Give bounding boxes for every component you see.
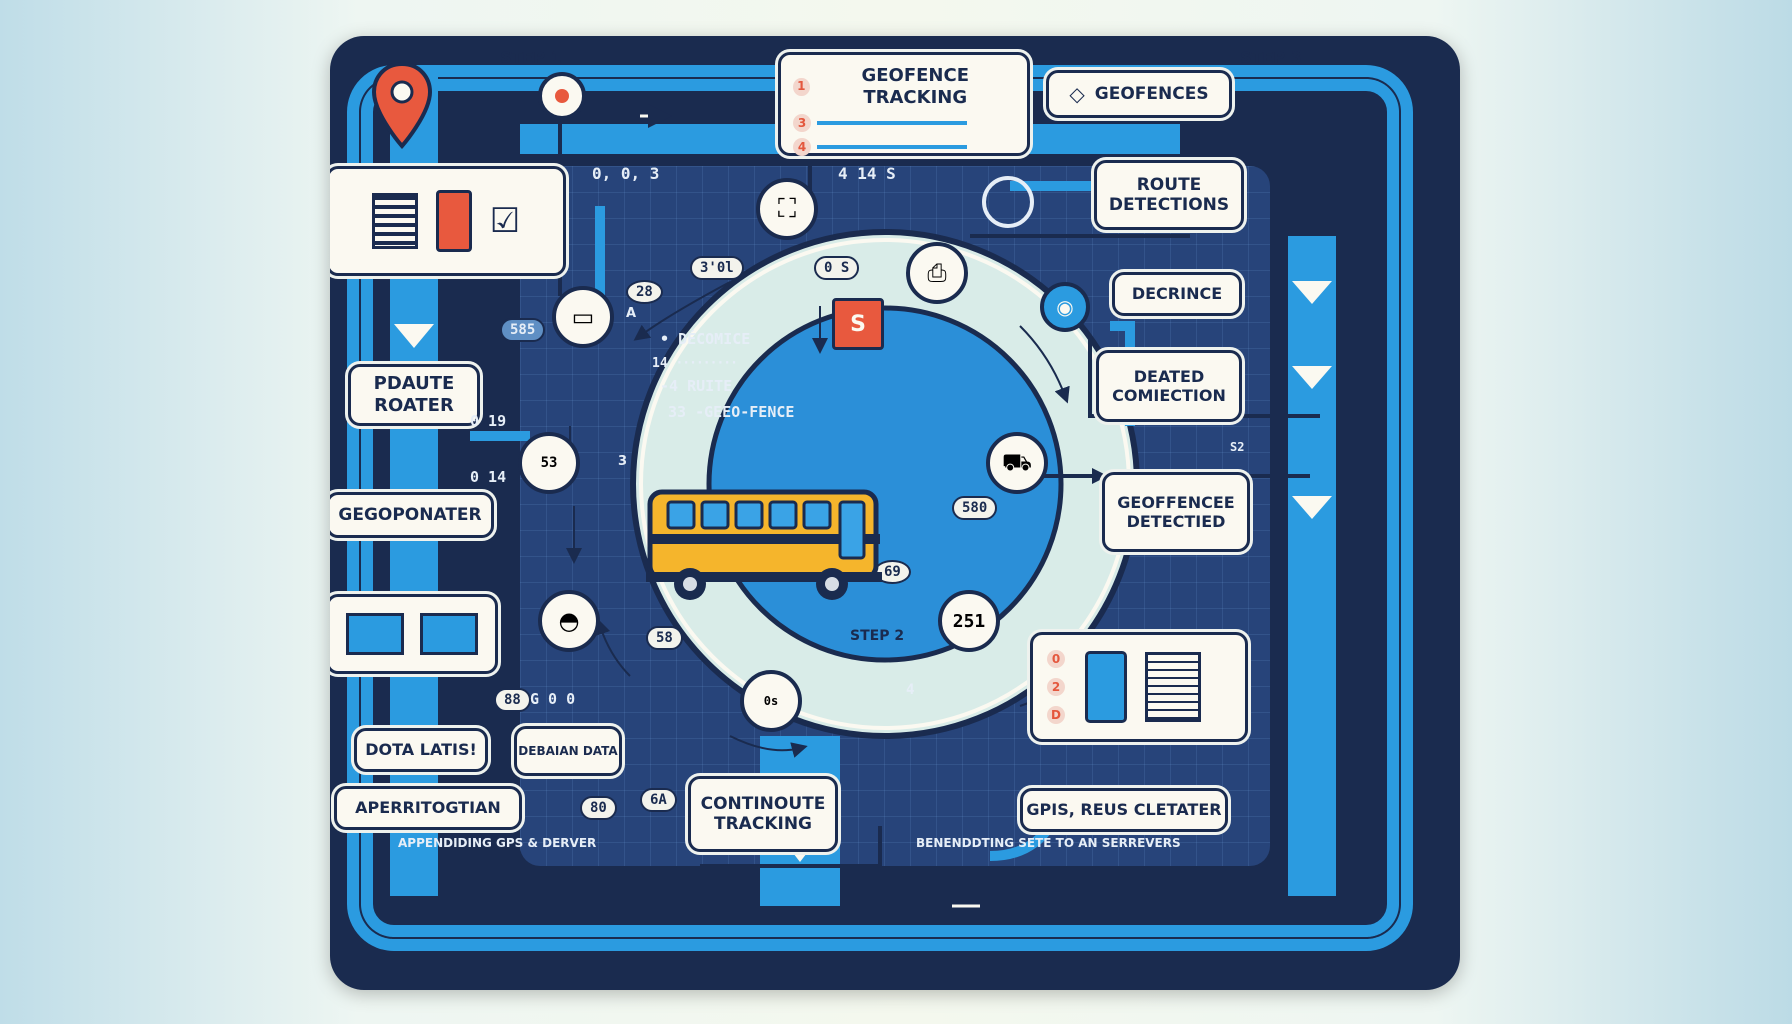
tracking-row-3: 3 <box>793 114 967 133</box>
geoponater-box: GEGOPONATER <box>330 492 494 538</box>
report-item-list: 0 2 D <box>1047 650 1071 724</box>
truck-node: ⛟ <box>986 432 1048 494</box>
center-list-item: 33 -GEEO-FENCE <box>668 403 795 421</box>
tag-30: 3'0l <box>690 256 744 280</box>
geofence-tracking-card: 1 GEOFENCE TRACKING 3 4 <box>778 52 1030 157</box>
geofence-detected-box: GEOFFENCEE DETECTIED <box>1102 472 1250 552</box>
geofences-box: ◇ GEOFENCES <box>1046 70 1232 118</box>
coord-g00: G 0 0 <box>530 690 576 708</box>
document-icon <box>1145 652 1201 722</box>
bus-sensor-node: ▭ <box>552 286 614 348</box>
coord-top-right: 4 14 S <box>838 164 896 183</box>
step-1-label: STEP 1 <box>500 48 562 67</box>
aperritogtian-box: APERRITOGTIAN <box>334 786 522 830</box>
tag-a: A <box>626 306 637 321</box>
tag-80: 80 <box>580 796 617 820</box>
coord-4: 4 <box>906 682 915 698</box>
center-list-item: • DÉCOMICE <box>660 330 751 348</box>
tag-6a: 6A <box>640 788 677 812</box>
continuous-tracking-box: CONTINOUTE TRACKING <box>688 776 838 852</box>
tag-28: 28 <box>626 280 663 304</box>
ring-link-node <box>982 176 1034 228</box>
diagram-board: STEP 1 STEP 3 STEP 2 1 GEOFENCE TRACKING… <box>330 36 1460 990</box>
camera-node: ◉ <box>1040 282 1090 332</box>
step-3-label: STEP 3 <box>1240 48 1302 67</box>
tag-3: 3 <box>618 454 628 469</box>
start-node <box>538 72 586 120</box>
center-list-item: 14 ········· <box>652 356 738 371</box>
printer-node: ⎙ <box>906 242 968 304</box>
debaian-data-box: DEBAIAN DATA <box>514 726 622 776</box>
coord-top-left: 0, 0, 3 <box>592 164 660 183</box>
school-bus-icon <box>646 489 882 600</box>
printer-icon: ⎙ <box>927 259 947 287</box>
decrince-box: DECRINCE <box>1112 272 1242 316</box>
tracking-row-4: 4 <box>793 138 967 157</box>
tag-58: 58 <box>646 626 683 650</box>
devices-card: ☑ <box>330 166 566 276</box>
tag-580: 580 <box>952 496 998 520</box>
gpis-box: GPIS, REUS CLETATER <box>1020 788 1228 832</box>
laptops-card <box>330 594 498 674</box>
camera-icon: ◉ <box>1056 295 1074 319</box>
tag-88: 88 <box>494 688 531 712</box>
left-caption: APPENDIDING GPS & DERVER <box>398 836 597 850</box>
bottom-link-node: 0s <box>740 670 802 732</box>
dome-icon: ◓ <box>558 607 580 635</box>
location-pin-icon <box>371 61 433 150</box>
map-node: ⛶ <box>756 178 818 240</box>
tablet-icon <box>435 190 472 252</box>
right-caption: BENENDDTING SETE TO AN SERREVERS <box>916 836 1181 850</box>
server-rack-icon <box>371 193 418 249</box>
alert-badge: S <box>832 298 884 350</box>
tag-585: 585 <box>500 318 546 342</box>
deated-comiection-box: DEATED COMIECTION <box>1096 350 1242 422</box>
sensor-icon: ▭ <box>571 303 595 331</box>
geofence-tracking-title: 1 GEOFENCE TRACKING <box>793 65 1015 108</box>
coord-019: 0 19 <box>470 412 507 430</box>
truck-icon: ⛟ <box>1001 447 1033 476</box>
step-2-label: STEP 2 <box>850 628 905 644</box>
display-251-node: 251 <box>938 590 1000 652</box>
pdaute-router-box: PDAUTE ROATER <box>348 364 480 426</box>
shield-node: ◓ <box>538 590 600 652</box>
laptop-icon <box>346 613 404 655</box>
counter-node: 53 <box>518 432 580 494</box>
mobile-report-card: 0 2 D <box>1030 632 1248 742</box>
data-latis-box: DOTA LATIS! <box>354 728 488 772</box>
coord-s2: S2 <box>1230 440 1245 454</box>
route-detections-box: ROUTE DETECTIONS <box>1094 160 1244 230</box>
map-icon: ⛶ <box>777 193 797 224</box>
coord-014: 0 14 <box>470 468 507 486</box>
phone-icon <box>1085 651 1127 723</box>
checklist-icon: ☑ <box>489 200 521 241</box>
laptop-icon <box>420 613 478 655</box>
center-status-list: • DÉCOMICE 14 ········· -4 RUITE 33 -GEE… <box>652 330 795 421</box>
tag-0s: 0 S <box>814 256 860 280</box>
diamond-icon: ◇ <box>1069 82 1085 106</box>
center-list-item: -4 RUITE <box>660 377 733 395</box>
